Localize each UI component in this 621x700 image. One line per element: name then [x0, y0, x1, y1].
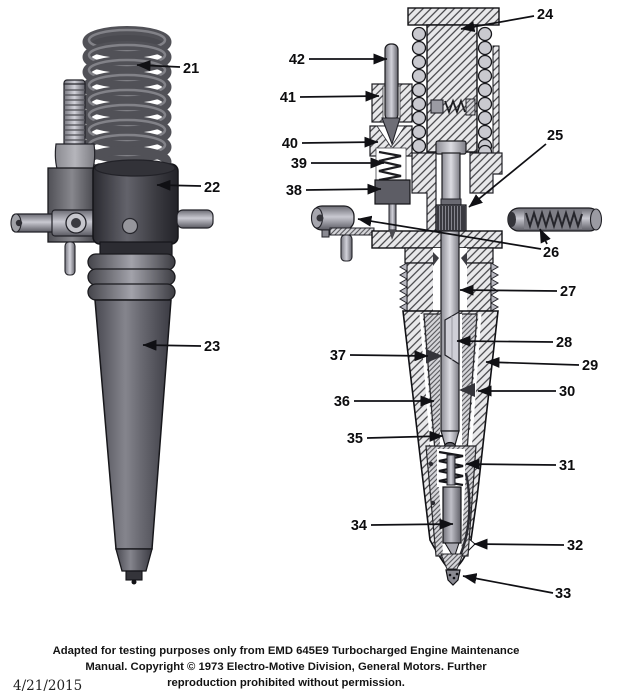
thread-teeth: [398, 262, 500, 312]
filter-right-26: [507, 207, 603, 232]
spring-coil-section-left: [411, 26, 427, 168]
upper-body-section: [411, 152, 503, 232]
body-flange-section: [329, 227, 503, 262]
leader-line-22: [156, 179, 202, 191]
callout-number-22: 22: [204, 180, 220, 196]
callout-number-36: 36: [334, 394, 350, 410]
rack-gear-25: [435, 198, 467, 232]
callout-number-28: 28: [556, 335, 572, 351]
leader-line-23: [142, 339, 202, 351]
spray-tip-dot: [131, 579, 137, 585]
date-stamp: 4/21/2015: [13, 678, 82, 694]
leader-line-21: [136, 60, 181, 72]
port-30: [459, 383, 475, 397]
needle-valve-assembly: [425, 445, 477, 586]
callout-number-29: 29: [582, 358, 598, 374]
callout-number-21: 21: [183, 61, 199, 77]
callout-number-41: 41: [280, 90, 296, 106]
filter-spring-coil: [525, 209, 583, 230]
leader-line-41: [299, 90, 380, 102]
side-screw-spring: [444, 98, 466, 115]
callout-number-42: 42: [289, 52, 305, 68]
callout-number-34: 34: [351, 518, 367, 534]
leader-line-31: [465, 458, 557, 470]
callout-number-39: 39: [291, 156, 307, 172]
needle-valve-34: [442, 486, 462, 544]
leader-line-26: [539, 228, 551, 245]
spring-cage-38: [374, 179, 411, 205]
spring-coil-section-right: [477, 26, 493, 160]
leader-line-28: [456, 335, 554, 347]
callout-number-31: 31: [559, 458, 575, 474]
leader-line-25: [468, 143, 547, 208]
callout-number-38: 38: [286, 183, 302, 199]
leader-line-32: [473, 538, 565, 550]
callout-number-27: 27: [560, 284, 576, 300]
callout-number-32: 32: [567, 538, 583, 554]
caption-line-2: Manual. Copyright © 1973 Electro-Motive …: [85, 661, 487, 673]
pin-hole: [15, 219, 23, 227]
leader-line-24: [460, 15, 535, 33]
plunger-follower: [435, 140, 467, 206]
leader-line-27: [459, 284, 558, 296]
caption-line-1: Adapted for testing purposes only from E…: [53, 645, 520, 657]
filter-cap-right: [176, 209, 214, 229]
port-37: [426, 349, 443, 363]
side-screw: [430, 99, 444, 114]
callout-number-35: 35: [347, 431, 363, 447]
injector-external-view: [10, 26, 214, 585]
nut-24-section: [407, 7, 500, 168]
callout-number-30: 30: [559, 384, 575, 400]
callout-number-25: 25: [547, 128, 563, 144]
injector-nut-illustration: [87, 253, 176, 301]
leader-line-34: [370, 518, 454, 530]
callout-annotations: 21 22 23 24 25 26 27 28 29 30 31 32 33 34 35 36 37 38 39 40…: [136, 7, 598, 602]
callout-number-26: 26: [543, 245, 559, 261]
fuel-passage: [458, 472, 471, 557]
caption-line-3: reproduction prohibited without permissi…: [167, 677, 405, 689]
plunger-27: [440, 230, 460, 457]
leader-line-33: [462, 573, 554, 594]
leader-line-35: [366, 430, 444, 442]
leader-line-40: [301, 136, 379, 148]
leader-line-26: [357, 215, 542, 250]
dowel-pin: [340, 234, 353, 262]
injector-cross-section: 21 22 23 24 25 26 27 28 29 30 31 32 33 34 35 36 37 38 39 40…: [136, 7, 603, 602]
nozzle-body-illustration: [94, 299, 172, 585]
injector-body-illustration: [10, 159, 214, 276]
leader-line-29: [485, 356, 580, 368]
callout-number-37: 37: [330, 348, 346, 364]
valve-stem-42: [384, 43, 399, 121]
caption-block: Adapted for testing purposes only from E…: [53, 645, 520, 689]
callout-number-23: 23: [204, 339, 220, 355]
filter-left-26: [310, 205, 355, 238]
callout-number-33: 33: [555, 586, 571, 602]
callout-number-24: 24: [537, 7, 553, 23]
valve-spring-39: [378, 150, 402, 182]
callout-number-40: 40: [282, 136, 298, 152]
injector-spring-illustration: [82, 26, 172, 178]
leader-line-38: [305, 183, 382, 195]
leader-line-37: [349, 350, 429, 362]
